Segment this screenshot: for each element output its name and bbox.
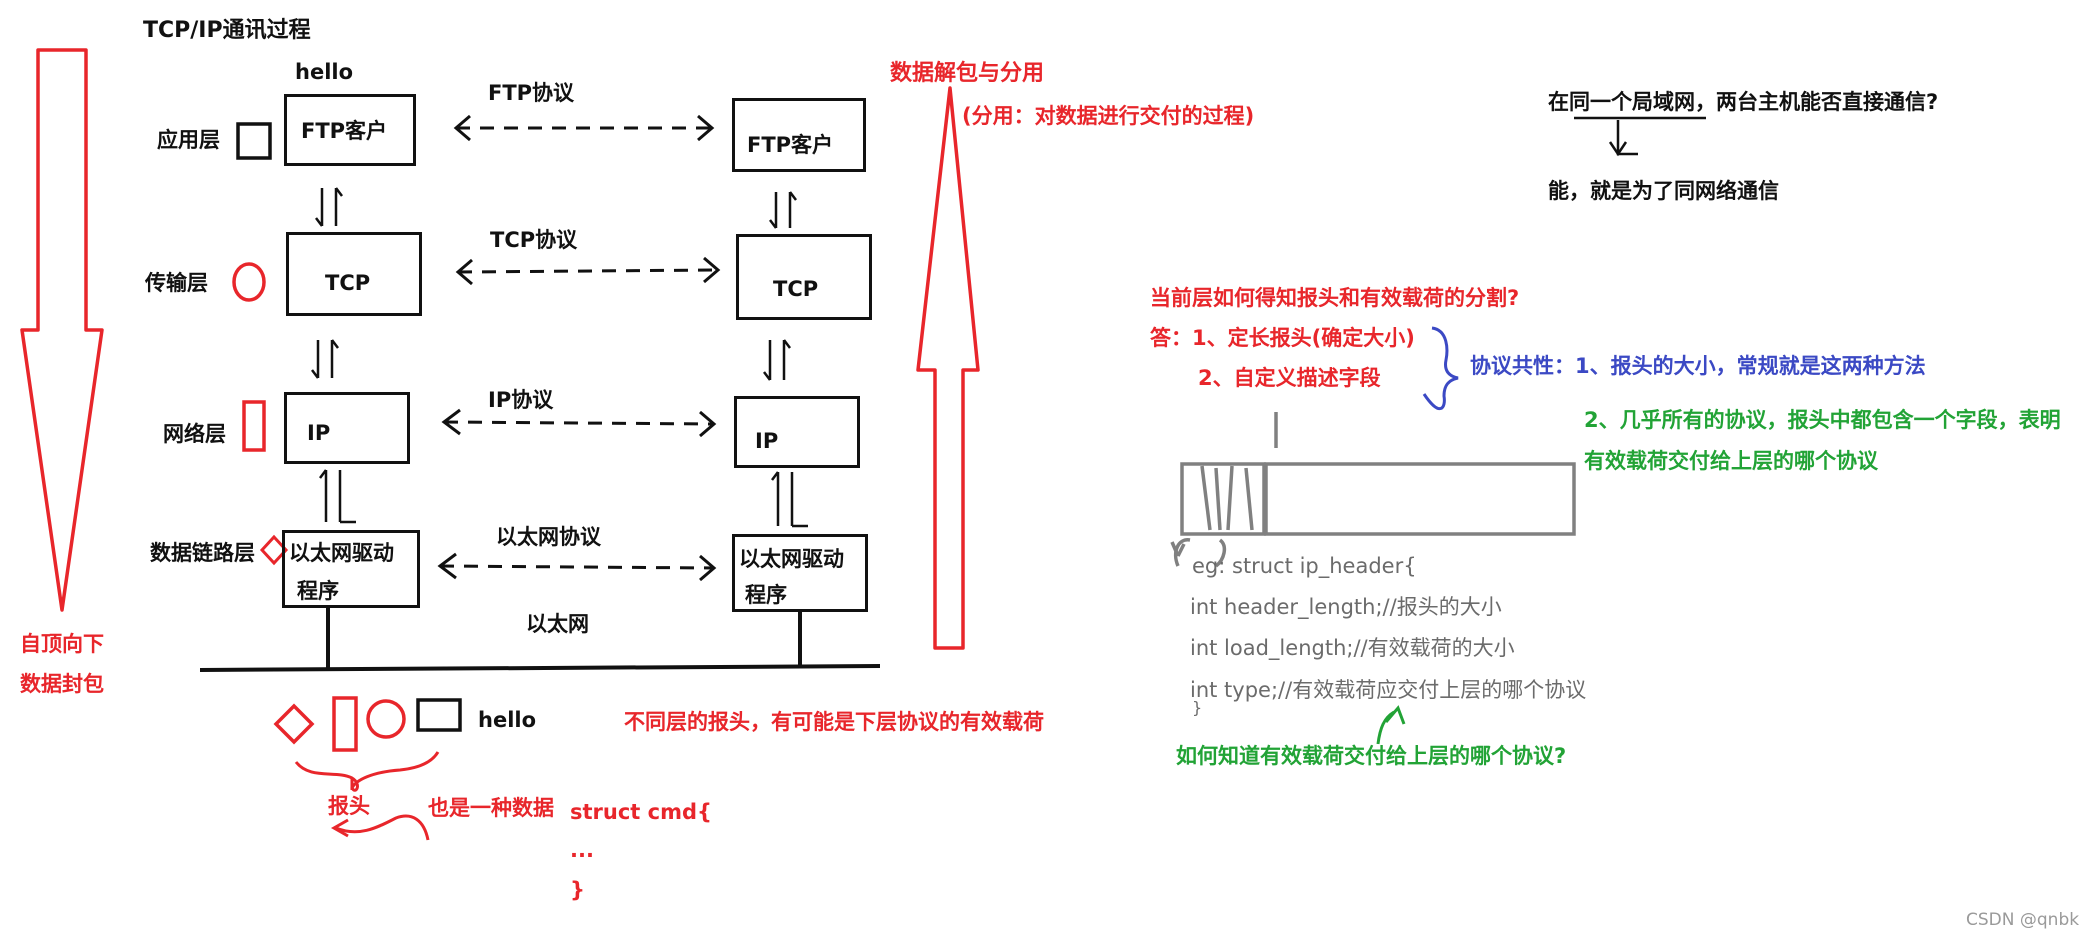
struct-cmd-line-2: ...	[570, 838, 594, 862]
also-data-arrowhead	[330, 818, 349, 838]
packet-app-header-square	[416, 698, 462, 732]
lan-question: 在同一个局域网，两台主机能否直接通信?	[1548, 90, 1939, 114]
code-line-4: int type;//有效载荷应交付上层的哪个协议	[1190, 678, 1587, 702]
ip-protocol-label: IP协议	[488, 388, 554, 412]
right-stack-updown-arrows	[763, 191, 808, 528]
decapsulation-up-arrow	[916, 86, 980, 650]
top-down-label: 自顶向下	[20, 632, 104, 656]
ftp-client-left-box: FTP客户	[284, 94, 416, 166]
packet-link-header-diamond	[273, 703, 315, 745]
header-brace	[294, 751, 440, 792]
split-question: 当前层如何得知报头和有效载荷的分割?	[1150, 286, 1520, 310]
ethernet-bus	[199, 608, 881, 672]
also-data-label: 也是一种数据	[428, 796, 554, 820]
tcp-left-box: TCP	[286, 232, 422, 316]
ethernet-driver-right-box: 以太网驱动 程序	[732, 534, 868, 612]
tcp-left-label: TCP	[325, 271, 371, 295]
struct-cmd-line-3: }	[570, 878, 585, 902]
csdn-watermark: CSDN @qnbk	[1966, 910, 2080, 930]
tcp-protocol-label: TCP协议	[490, 228, 578, 252]
ftp-client-right-box: FTP客户	[732, 98, 866, 172]
lan-question-mark	[1574, 116, 1706, 157]
ip-left-box: IP	[284, 392, 410, 464]
ethernet-label: 以太网	[526, 612, 589, 636]
header-label: 报头	[328, 794, 370, 818]
split-answer-fixed-header: 答：1、定长报头(确定大小)	[1150, 326, 1415, 350]
layer-label-link: 数据链路层	[150, 541, 255, 565]
diagram-title: TCP/IP通讯过程	[143, 18, 311, 43]
common-point-1: 协议共性：1、报头的大小，常规就是这两种方法	[1470, 354, 1926, 378]
code-line-1: eg: struct ip_header{	[1192, 554, 1417, 578]
ftp-client-right-label: FTP客户	[747, 133, 834, 157]
ethernet-driver-right-label-1: 以太网驱动	[739, 547, 844, 571]
ip-right-label: IP	[755, 429, 779, 453]
encapsulation-down-arrow	[20, 48, 104, 612]
transport-layer-circle-symbol	[232, 262, 266, 302]
code-line-3: int load_length;//有效载荷的大小	[1190, 636, 1515, 660]
layer-label-network: 网络层	[163, 422, 226, 446]
ftp-client-left-label: FTP客户	[301, 119, 388, 143]
ethernet-driver-right-label-2: 程序	[745, 583, 787, 607]
protocol-dashed-arrows	[437, 114, 721, 582]
code-line-5: }	[1192, 698, 1203, 717]
also-data-curved-arrow	[335, 814, 430, 841]
split-answer-custom-field: 2、自定义描述字段	[1198, 366, 1381, 390]
tcp-right-box: TCP	[736, 234, 872, 320]
packet-tcp-header-circle	[366, 699, 406, 739]
layer-label-transport: 传输层	[145, 271, 208, 295]
ethernet-protocol-label: 以太网协议	[496, 525, 601, 549]
type-field-green-arrow	[1376, 705, 1406, 745]
lan-answer: 能，就是为了同网络通信	[1548, 179, 1779, 203]
encapsulation-label: 数据封包	[20, 672, 104, 696]
network-layer-rect-symbol	[242, 400, 266, 452]
app-layer-square-symbol	[236, 122, 272, 160]
tcp-right-label: TCP	[773, 277, 819, 301]
common-brace	[1422, 326, 1459, 410]
header-payload-diagram	[1170, 412, 1576, 568]
ethernet-driver-left-box: 以太网驱动 程序	[282, 530, 420, 608]
ip-left-label: IP	[307, 421, 331, 445]
code-line-2: int header_length;//报头的大小	[1190, 595, 1502, 619]
struct-cmd-line-1: struct cmd{	[570, 800, 712, 824]
hello-top-label: hello	[295, 60, 354, 84]
decapsulation-demux-label: 数据解包与分用	[890, 61, 1045, 86]
common-point-2a: 2、几乎所有的协议，报头中都包含一个字段，表明	[1584, 408, 2061, 432]
left-stack-updown-arrows	[311, 187, 356, 524]
packet-ip-header-rect	[332, 696, 358, 752]
deliver-question: 如何知道有效载荷交付给上层的哪个协议?	[1176, 744, 1567, 768]
ethernet-driver-left-label-2: 程序	[297, 579, 339, 603]
ethernet-driver-left-label-1: 以太网驱动	[289, 541, 394, 565]
packet-hello-label: hello	[478, 708, 537, 732]
demux-explanation: (分用：对数据进行交付的过程)	[962, 104, 1255, 128]
ftp-protocol-label: FTP协议	[488, 81, 575, 105]
ip-right-box: IP	[734, 396, 860, 468]
common-point-2b: 有效载荷交付给上层的哪个协议	[1584, 449, 1878, 473]
header-payload-note: 不同层的报头，有可能是下层协议的有效载荷	[624, 710, 1044, 734]
layer-label-app: 应用层	[157, 128, 220, 152]
